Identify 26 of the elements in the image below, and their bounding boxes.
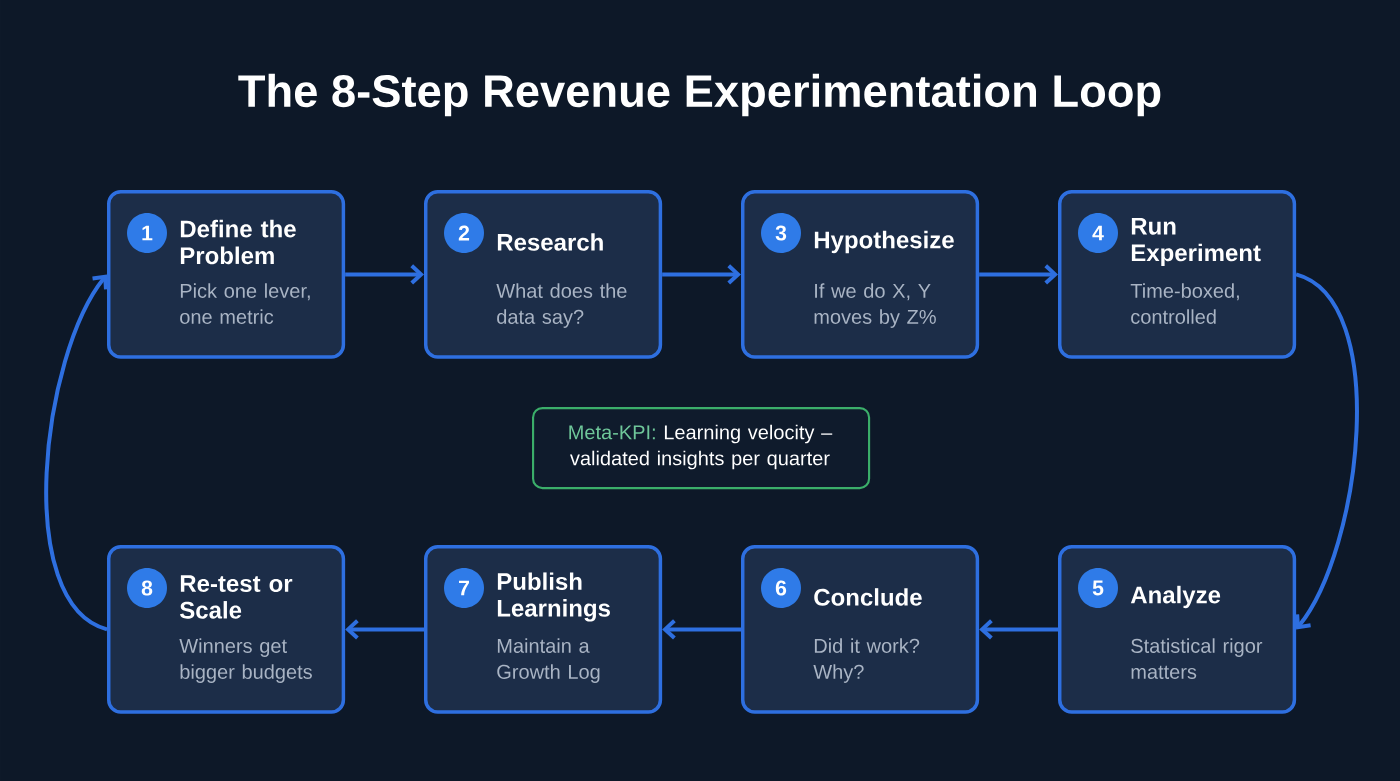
arrow (345, 619, 424, 640)
step-box: 2 Research What does the data say? (424, 190, 663, 359)
arrow (1295, 272, 1359, 630)
number-badge: 4 (1078, 213, 1118, 253)
step-box: 7 Publish Learnings Maintain a Growth Log (424, 545, 663, 714)
step-box: 6 Conclude Did it work? Why? (741, 545, 980, 714)
arrow (44, 274, 108, 632)
number-badge: 8 (127, 568, 167, 608)
number-badge: 1 (127, 213, 167, 253)
step-box: 5 Analyze Statistical rigor matters (1058, 545, 1297, 714)
arrow (662, 264, 741, 285)
step-box: 4 Run Experiment Time-boxed, controlled (1058, 190, 1297, 359)
arrow (979, 619, 1058, 640)
number-badge: 6 (761, 568, 801, 608)
arrow (979, 264, 1058, 285)
kpi-box: Meta-KPI: Learning velocity – validated insights per quarter (532, 407, 871, 490)
number-badge: 2 (444, 213, 484, 253)
title: The 8-Step Revenue Experimentation Loop (238, 73, 1161, 117)
number-badge: 3 (761, 213, 801, 253)
number-badge: 7 (444, 568, 484, 608)
arrow (345, 264, 424, 285)
step-box: 8 Re-test or Scale Winners get bigger budgets (107, 545, 346, 714)
number-badge: 5 (1078, 568, 1118, 608)
arrow (662, 619, 741, 640)
step-box: 3 Hypothesize If we do X, Y moves by Z% (741, 190, 980, 359)
step-box: 1 Define the Problem Pick one lever, one metric (107, 190, 346, 359)
